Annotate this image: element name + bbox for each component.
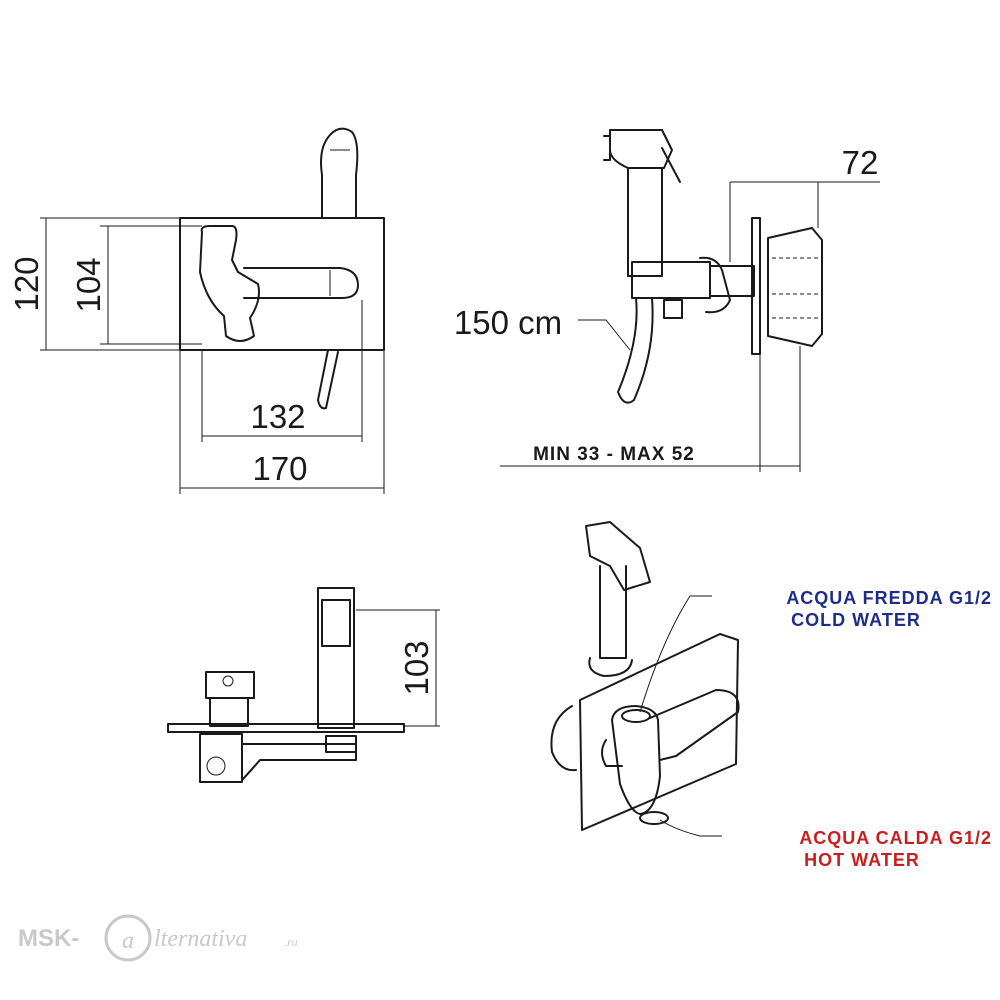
dim-120-label: 120 — [8, 256, 45, 311]
watermark-logo: MSK- a lternativa .ru — [18, 914, 298, 962]
lever-top-view — [241, 743, 357, 781]
shower-holder-iso — [588, 657, 633, 677]
valve-outlet-iso — [601, 739, 623, 767]
side-view: 72 150 cm MIN 33 - MAX 52 — [454, 129, 880, 472]
wall-plate-side — [751, 217, 761, 355]
connector-side — [709, 265, 755, 297]
dim-72-label: 72 — [842, 144, 879, 181]
mixer-body-side — [631, 261, 711, 299]
mixer-lever-side — [699, 256, 731, 314]
lever-end — [325, 735, 357, 753]
wall-plate-top — [167, 723, 405, 733]
wall-plate-iso — [579, 633, 739, 831]
cold-water-label-it: ACQUA FREDDA G1/2 — [786, 588, 992, 608]
cold-inlet-iso — [621, 709, 651, 723]
watermark-part1: MSK- — [18, 925, 79, 952]
wall-plate-front — [179, 217, 385, 351]
dim-132-label: 132 — [250, 398, 305, 435]
valve-stem — [209, 697, 249, 727]
hot-inlet-iso — [639, 811, 669, 825]
shower-top-detail — [321, 599, 351, 647]
valve-screw — [222, 675, 234, 687]
plate-edge-iso — [550, 705, 577, 772]
shower-handle-side — [627, 167, 663, 277]
watermark-part2: lternativa — [154, 926, 247, 952]
top-view: 103 — [167, 587, 440, 783]
hose-leader — [578, 319, 631, 351]
shower-head-iso — [585, 521, 651, 591]
shower-trigger — [661, 147, 681, 183]
shower-handle-iso — [599, 565, 627, 659]
hot-leader — [659, 819, 722, 837]
hose-front — [317, 349, 339, 410]
valve-lever-iso — [649, 689, 740, 761]
embedded-box — [767, 227, 823, 347]
valve-top-view — [205, 671, 255, 699]
mixer-body-front — [199, 225, 260, 342]
watermark-part3: .ru — [284, 935, 298, 949]
dim-103-label: 103 — [398, 640, 435, 695]
wall-range-label: MIN 33 - MAX 52 — [533, 444, 695, 465]
hose-side — [617, 297, 654, 404]
box-top-view — [199, 733, 243, 783]
svg-text:a: a — [122, 928, 134, 954]
iso-view: ACQUA FREDDA G1/2 COLD WATER ACQUA CALDA… — [550, 521, 992, 870]
cold-water-label-en: COLD WATER — [791, 610, 921, 630]
hot-water-label-it: ACQUA CALDA G1/2 — [799, 828, 992, 848]
dim-104-label: 104 — [70, 257, 107, 312]
mixer-lever-front — [243, 267, 359, 299]
at-sign-icon: a — [104, 914, 152, 962]
hot-water-label-en: HOT WATER — [804, 850, 920, 870]
front-view: 120 104 132 170 — [8, 127, 385, 494]
dim-170-label: 170 — [252, 450, 307, 487]
outlet-nipple — [663, 299, 683, 319]
hose-length-label: 150 cm — [454, 304, 562, 341]
cold-leader — [639, 595, 712, 713]
valve-body-iso — [611, 705, 661, 815]
shower-top-view — [317, 587, 355, 729]
shower-nozzle — [603, 135, 611, 161]
shower-head-top — [320, 127, 359, 219]
box-port — [206, 756, 226, 776]
